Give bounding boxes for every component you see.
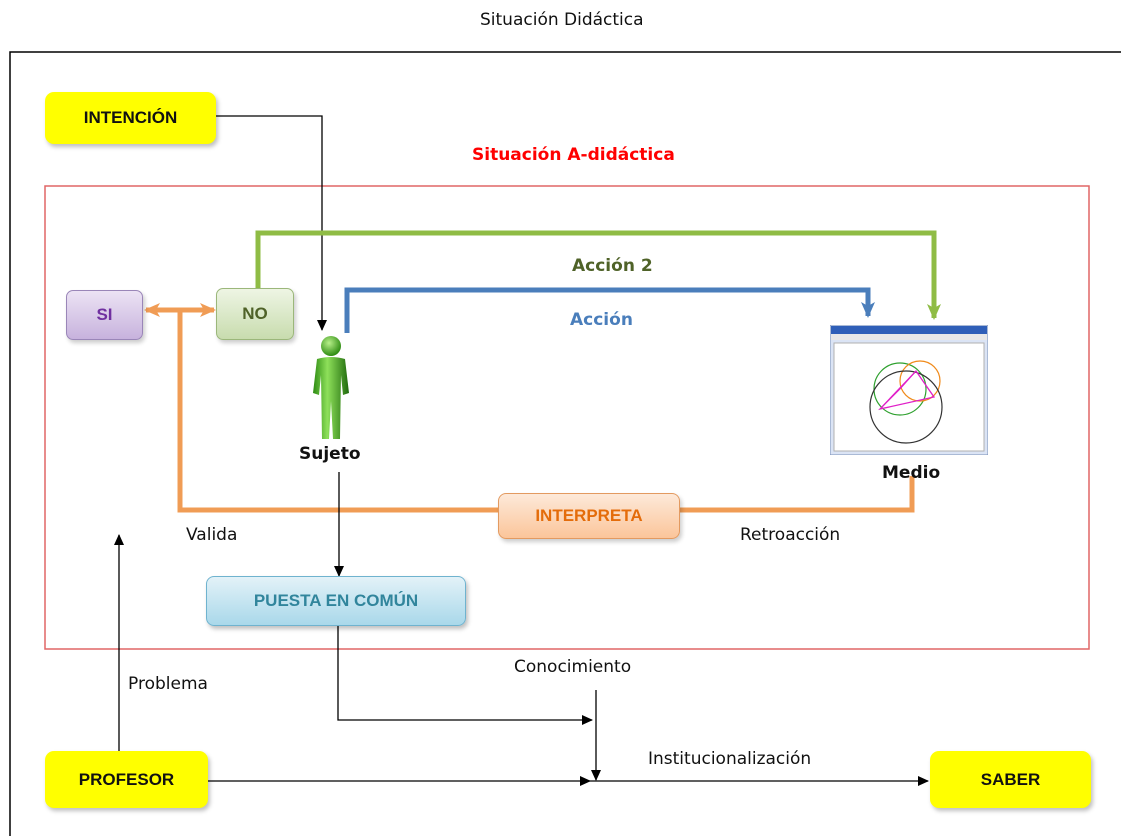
no-box: NO	[216, 288, 294, 340]
retroaccion-label: Retroacción	[740, 525, 841, 545]
problema-label: Problema	[128, 674, 208, 694]
outer-frame	[9, 51, 1121, 836]
intencion-box: INTENCIÓN	[45, 92, 216, 144]
interpreta-box: INTERPRETA	[498, 493, 680, 539]
accion-label: Acción	[570, 310, 633, 330]
adidactica-frame	[44, 185, 1090, 650]
sujeto-label: Sujeto	[299, 444, 361, 464]
arrow-accion2	[255, 230, 941, 320]
diagram-title: Situación Didáctica	[480, 10, 644, 30]
saber-box: SABER	[930, 751, 1091, 808]
conocimiento-label: Conocimiento	[514, 657, 632, 677]
medio-label: Medio	[882, 463, 941, 483]
profesor-box: PROFESOR	[45, 751, 208, 808]
institucionalizacion-label: Institucionalización	[648, 749, 812, 769]
adidactica-label: Situación A-didáctica	[472, 145, 675, 165]
puesta-en-comun-box: PUESTA EN COMÚN	[206, 576, 466, 626]
valida-label: Valida	[186, 525, 238, 545]
person-figure-icon	[313, 336, 349, 439]
arrow-puesta-conocimiento	[337, 626, 593, 725]
arrow-intencion-sujeto	[216, 115, 327, 331]
arrow-retroaccion	[177, 310, 915, 513]
arrow-accion	[344, 287, 875, 333]
accion2-label: Acción 2	[572, 256, 653, 276]
geometry-window-icon	[830, 325, 988, 455]
si-box: SI	[66, 290, 143, 340]
